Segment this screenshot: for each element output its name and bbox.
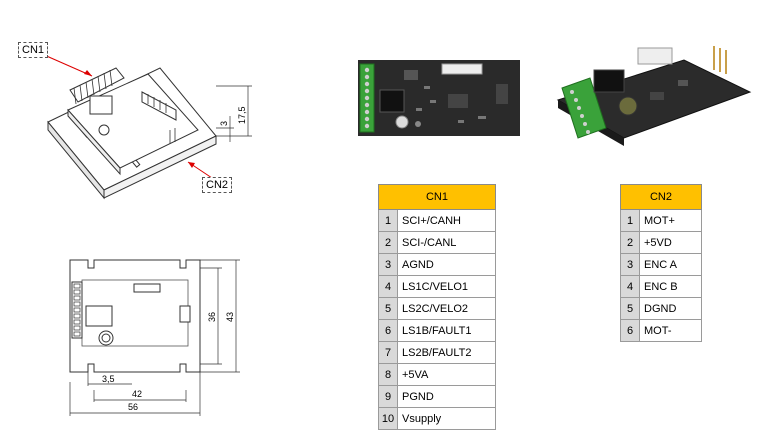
isometric-board-drawing: 17,5 3 (41, 53, 252, 200)
cn2-callout: CN2 (202, 177, 233, 193)
pin-number: 6 (378, 319, 398, 342)
pin-number: 4 (378, 275, 398, 298)
table-row: 2+5VD (620, 231, 702, 254)
cn1-title: CN1 (378, 184, 496, 210)
pin-signal: DGND (639, 297, 702, 320)
pin-signal: Vsupply (397, 407, 496, 430)
board-photo-angle (556, 46, 752, 146)
pin-signal: AGND (397, 253, 496, 276)
dim-43-label: 43 (225, 312, 235, 322)
pin-number: 2 (378, 231, 398, 254)
pin-number: 6 (620, 319, 640, 342)
dim-36-label: 36 (207, 312, 217, 322)
pin-number: 7 (378, 341, 398, 364)
pin-number: 3 (620, 253, 640, 276)
pin-signal: +5VD (639, 231, 702, 254)
pin-signal: +5VA (397, 363, 496, 386)
pin-signal: SCI-/CANL (397, 231, 496, 254)
pin-signal: ENC B (639, 275, 702, 298)
dim-42-label: 42 (132, 389, 142, 399)
pin-number: 1 (378, 209, 398, 232)
pin-signal: LS1C/VELO1 (397, 275, 496, 298)
cn2-title: CN2 (620, 184, 702, 210)
cn1-callout: CN1 (18, 42, 49, 58)
dim-small-label: 3 (219, 121, 229, 126)
dim-height-label: 17,5 (237, 106, 247, 124)
pin-signal: ENC A (639, 253, 702, 276)
pin-signal: LS2C/VELO2 (397, 297, 496, 320)
board-photo-top (358, 60, 520, 136)
pin-number: 5 (378, 297, 398, 320)
pin-number: 8 (378, 363, 398, 386)
pin-signal: LS1B/FAULT1 (397, 319, 496, 342)
top-view-drawing: 3,5 42 56 36 43 (69, 259, 240, 416)
pin-number: 2 (620, 231, 640, 254)
pin-number: 5 (620, 297, 640, 320)
pin-signal: SCI+/CANH (397, 209, 496, 232)
pin-number: 9 (378, 385, 398, 408)
dim-35-label: 3,5 (102, 374, 115, 384)
pin-signal: PGND (397, 385, 496, 408)
cn2-header-row: CN2 (620, 184, 702, 210)
pin-number: 1 (620, 209, 640, 232)
table-row: 8+5VA (378, 363, 496, 386)
pin-number: 3 (378, 253, 398, 276)
pin-number: 4 (620, 275, 640, 298)
dim-56-label: 56 (128, 402, 138, 412)
pin-signal: LS2B/FAULT2 (397, 341, 496, 364)
pin-signal: MOT+ (639, 209, 702, 232)
pin-number: 10 (378, 407, 398, 430)
pin-signal: MOT- (639, 319, 702, 342)
cn1-header-row: CN1 (378, 184, 496, 210)
